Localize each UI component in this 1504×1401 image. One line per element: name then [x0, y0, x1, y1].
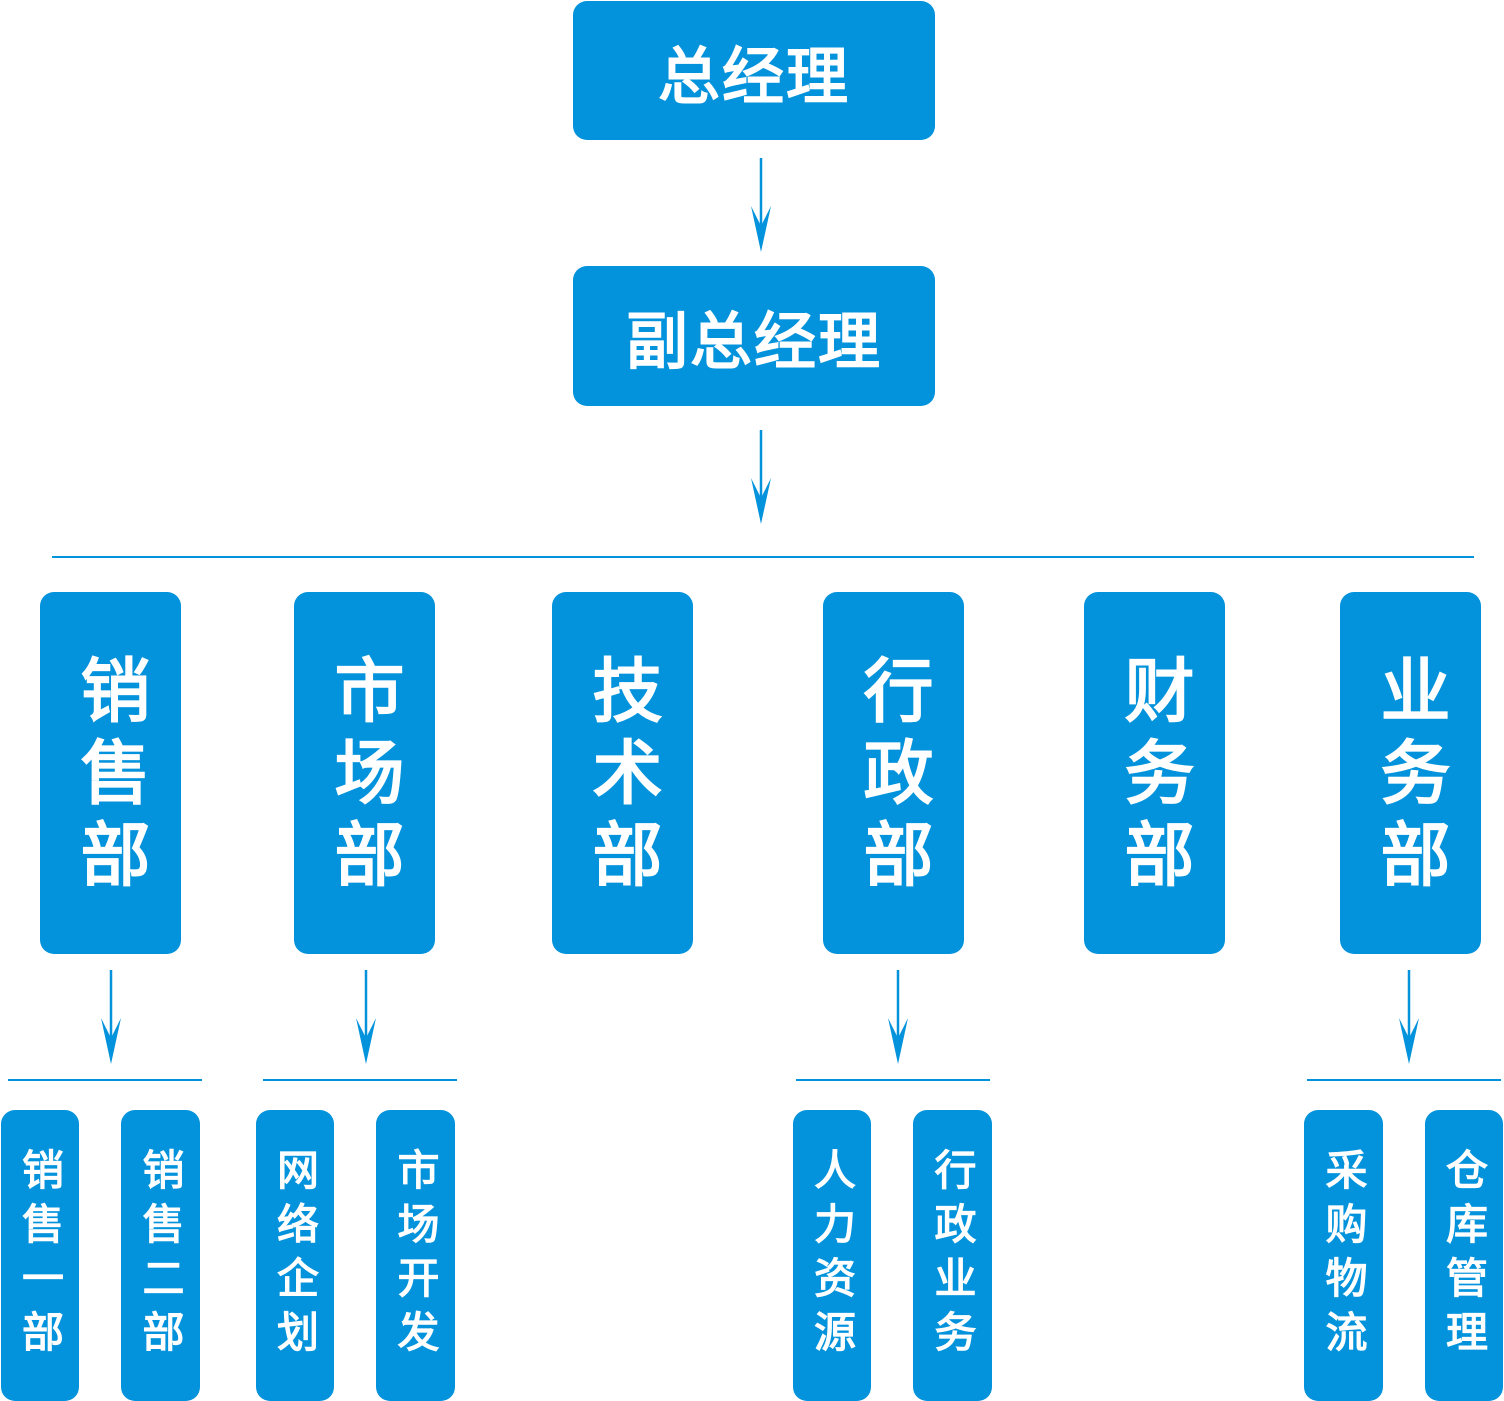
subunit-label: 网络企划: [270, 1148, 320, 1364]
department-label: 行政部: [852, 654, 934, 900]
general-manager-node: 总经理: [573, 1, 935, 140]
department-tech: 技术部: [552, 592, 693, 954]
department-label: 业务部: [1369, 654, 1451, 900]
subunit-purchasing-logistics: 采购物流: [1304, 1110, 1383, 1401]
subunit-label: 销售一部: [15, 1148, 65, 1364]
general-manager-label: 总经理: [657, 39, 850, 113]
department-market: 市场部: [294, 592, 435, 954]
subunit-label: 仓库管理: [1439, 1148, 1489, 1364]
subunit-human-resources: 人力资源: [793, 1110, 871, 1401]
subunit-sales-2: 销售二部: [121, 1110, 200, 1401]
subunit-label: 市场开发: [391, 1148, 440, 1364]
department-label: 技术部: [581, 654, 663, 900]
department-finance: 财务部: [1084, 592, 1225, 954]
subunit-label: 销售二部: [136, 1148, 185, 1364]
arrow-admin-to-subunits: [888, 970, 908, 1064]
arrow-market-to-subunits: [356, 970, 376, 1064]
department-label: 销售部: [69, 654, 151, 900]
deputy-general-manager-node: 副总经理: [573, 266, 935, 406]
department-label: 财务部: [1113, 654, 1195, 900]
arrow-business-to-subunits: [1399, 970, 1419, 1064]
subunit-label: 人力资源: [807, 1148, 857, 1364]
arrow-deputy-to-departments: [751, 430, 771, 524]
arrow-gm-to-deputy: [751, 158, 771, 252]
subunit-admin-affairs: 行政业务: [913, 1110, 992, 1401]
subunit-warehouse-management: 仓库管理: [1425, 1110, 1503, 1401]
department-label: 市场部: [323, 654, 405, 900]
department-sales: 销售部: [40, 592, 181, 954]
department-admin: 行政部: [823, 592, 964, 954]
department-business: 业务部: [1340, 592, 1481, 954]
subunit-online-planning: 网络企划: [256, 1110, 334, 1401]
subunit-label: 行政业务: [928, 1148, 977, 1364]
arrow-sales-to-subunits: [101, 970, 121, 1064]
subunit-sales-1: 销售一部: [1, 1110, 79, 1401]
deputy-general-manager-label: 副总经理: [625, 305, 882, 378]
subunit-label: 采购物流: [1319, 1148, 1368, 1364]
subunit-market-development: 市场开发: [376, 1110, 455, 1401]
